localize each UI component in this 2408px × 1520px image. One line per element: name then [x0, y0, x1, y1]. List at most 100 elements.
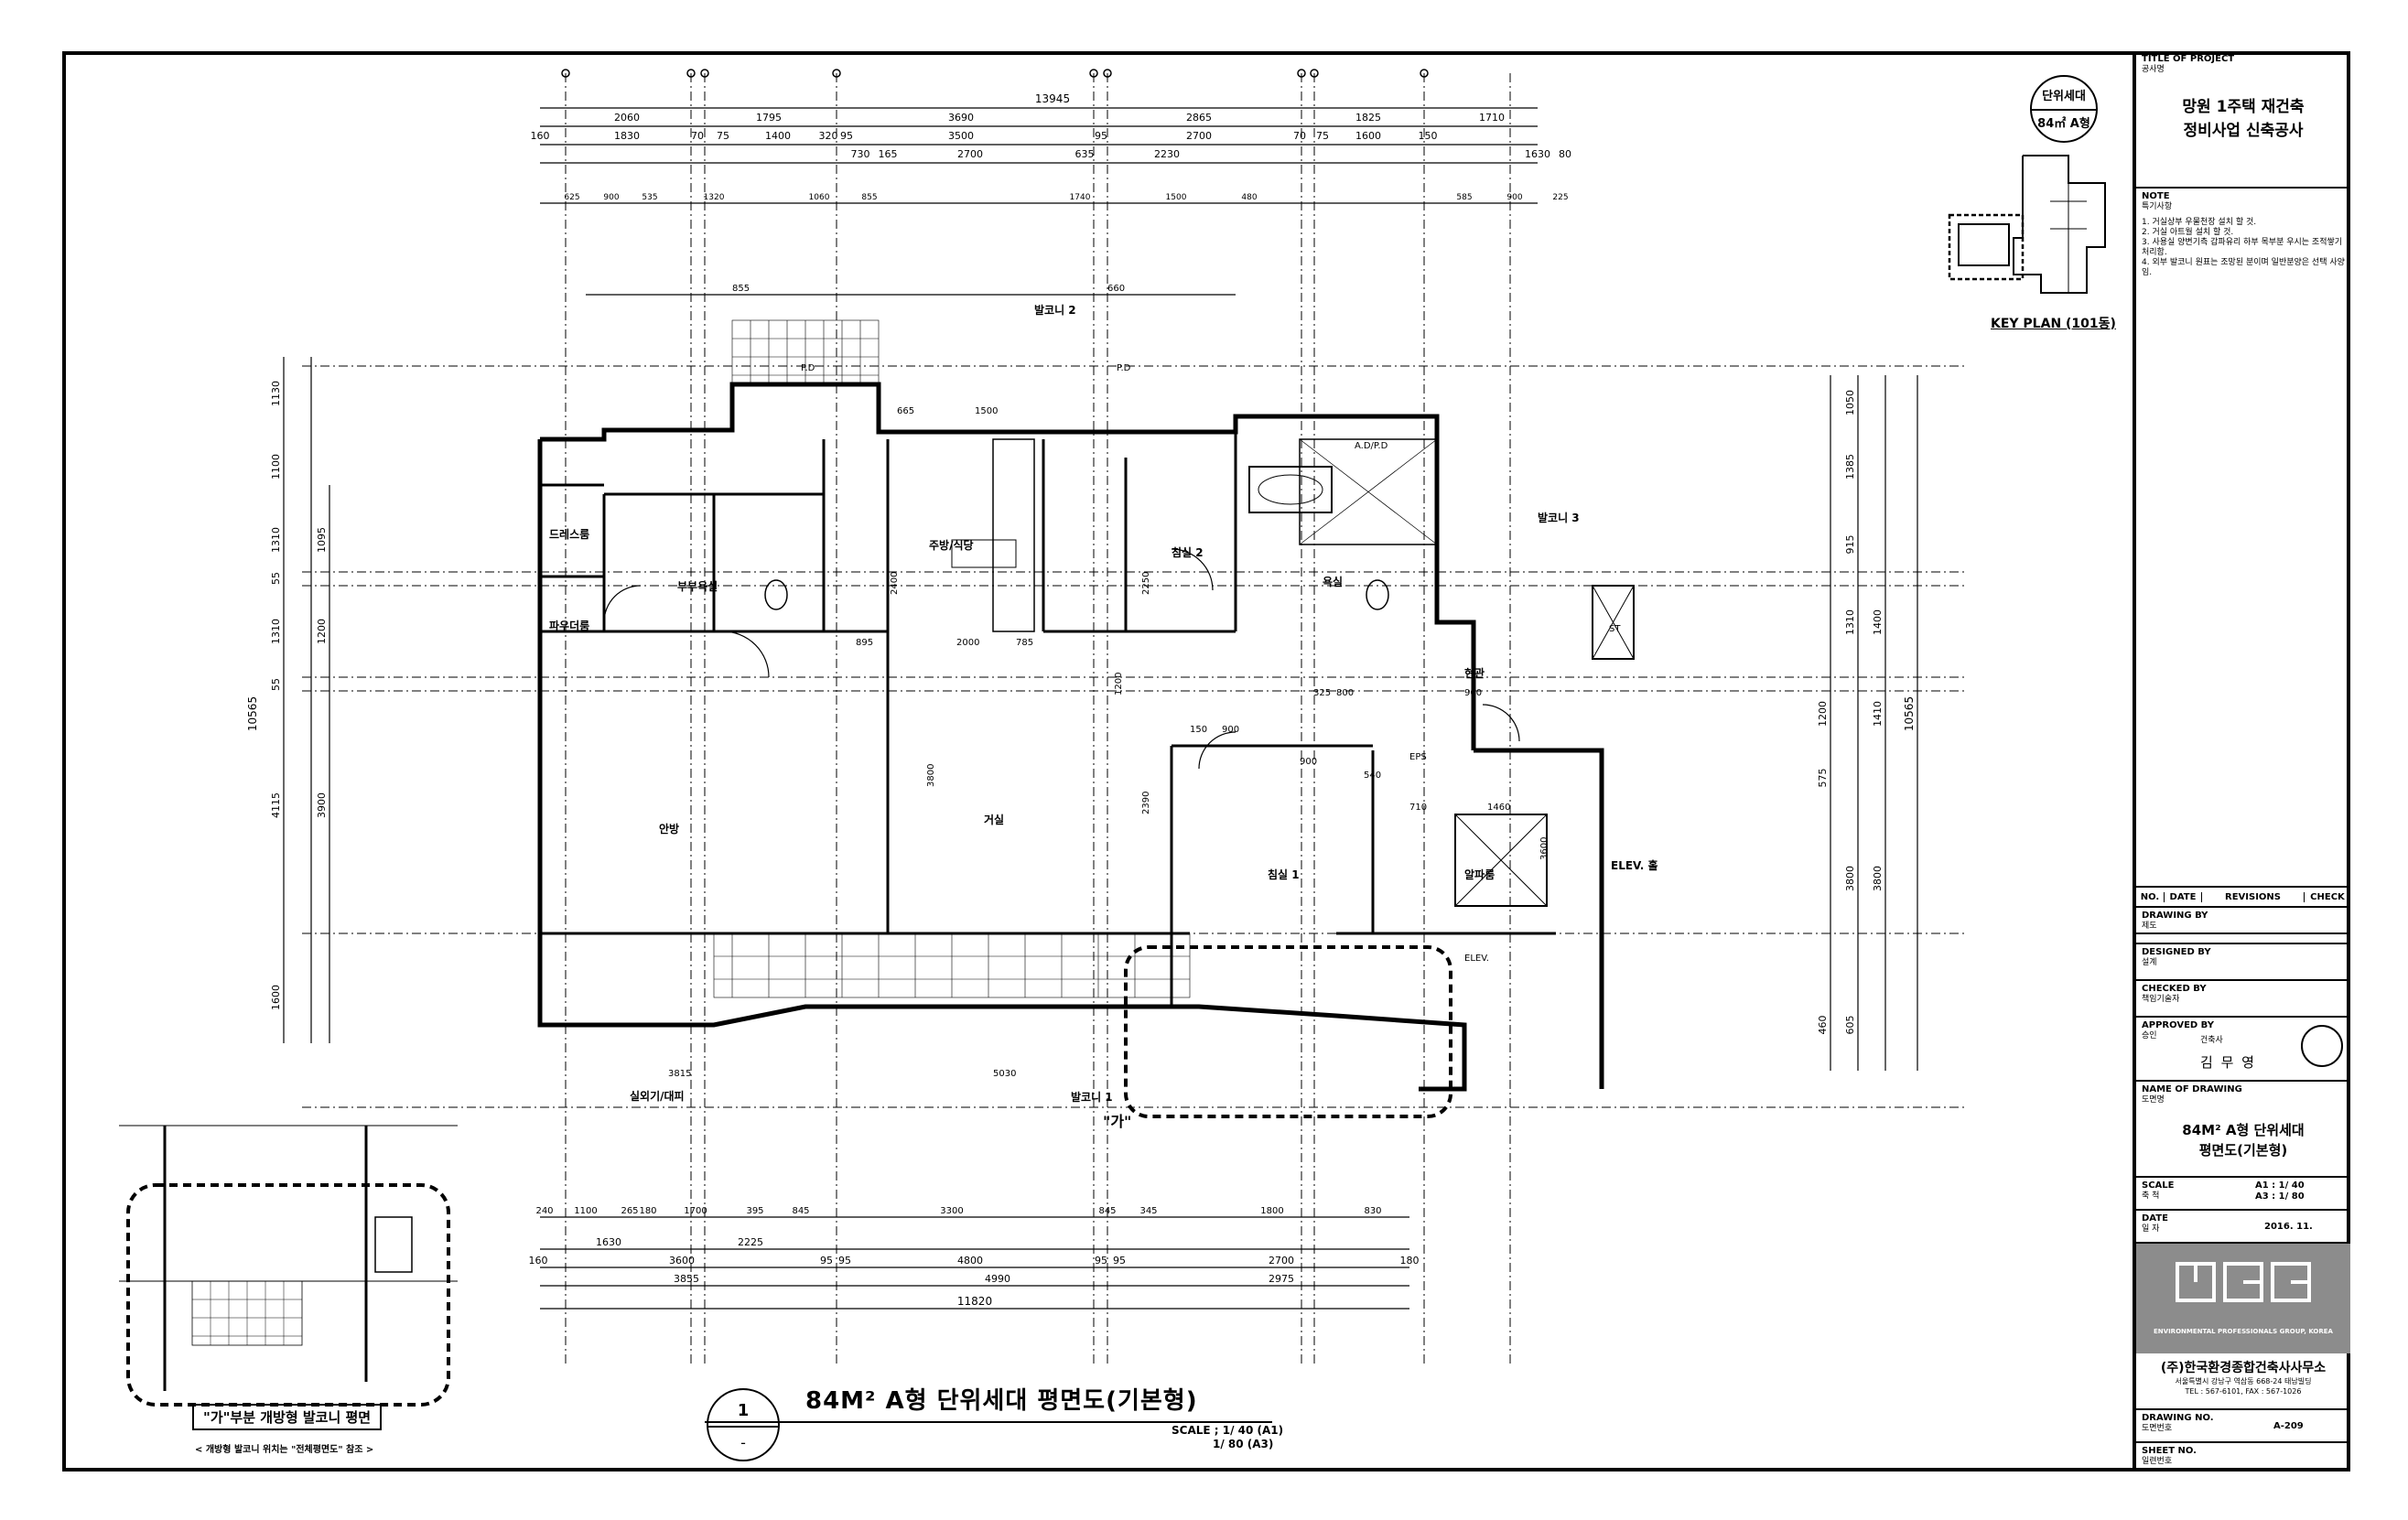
detail-plan-title: "가"부분 개방형 발코니 평면: [192, 1404, 383, 1430]
dim-top-r1-0: 2060: [614, 112, 640, 124]
tb-date-label: DATE: [2142, 1213, 2168, 1224]
tb-scale-label: SCALE: [2142, 1180, 2175, 1191]
tb-rev-check: CHECK: [2310, 892, 2345, 902]
dim-bot-r3-5: 95: [1095, 1255, 1107, 1267]
dim-top-r2-8: 95: [1095, 130, 1107, 142]
tb-scale-kr: 축 척: [2142, 1191, 2160, 1201]
tb-architect-label: 건축사: [2200, 1036, 2223, 1045]
dim-top-r2-12: 1600: [1355, 130, 1381, 142]
tb-approved-by: APPROVED BY 승인 건축사 김 무 영: [2136, 1018, 2350, 1082]
dim-misc-16: 5030: [993, 1069, 1016, 1079]
dim-left-c1-2: 1310: [270, 527, 282, 553]
tb-project: TITLE OF PROJECT 공사명 망원 1주택 재건축 정비사업 신축공…: [2136, 51, 2350, 189]
tb-checked-by-kr: 책임기술자: [2142, 995, 2180, 1004]
dim-misc-1: 660: [1107, 284, 1125, 294]
tb-firm-tel: TEL : 567-6101, FAX : 567-1026: [2185, 1387, 2302, 1396]
room-bath: 욕실: [1323, 575, 1343, 588]
tb-sheet-no: SHEET NO. 일련번호: [2136, 1443, 2350, 1468]
dim-top-r4-5: 855: [861, 193, 877, 202]
toilet-1: [764, 579, 788, 610]
tb-note-1: 1. 거실상부 우물천장 설치 할 것.: [2142, 218, 2257, 227]
drawing-number-sub: -: [740, 1434, 746, 1451]
dim-top-r3-6: 80: [1559, 148, 1571, 160]
bathtub: [1248, 466, 1333, 513]
dim-misc-20: 2400: [890, 572, 900, 595]
dim-top-r4-9: 585: [1456, 193, 1472, 202]
drawing-number: 1: [737, 1401, 750, 1420]
door-swings: [603, 548, 1520, 770]
elevator-box: [1454, 814, 1548, 907]
dim-bot-total: 11820: [957, 1295, 992, 1308]
interior-walls: [540, 432, 1556, 1007]
dim-top-r3-5: 1630: [1525, 148, 1550, 160]
dim-right-c2-2: 575: [1817, 769, 1829, 788]
dim-top-r2-1: 1830: [614, 130, 640, 142]
room-kitchen: 주방/식당: [929, 538, 974, 552]
tb-sheet-no-label: SHEET NO.: [2142, 1446, 2197, 1456]
dim-bot-r3-1: 3600: [669, 1255, 695, 1267]
dim-bot-r2-0: 1630: [596, 1236, 621, 1248]
dim-top-r1-1: 1795: [756, 112, 782, 124]
grid-lines: [302, 73, 1968, 1364]
dim-top-total: 13945: [1035, 92, 1070, 105]
tb-firm-addr: 서울특별시 강남구 역삼동 668-24 태남빌딩: [2175, 1377, 2312, 1385]
dim-right-c1-2: 915: [1844, 535, 1856, 555]
tb-revisions-header: NO. DATE REVISIONS CHECK: [2136, 886, 2350, 908]
tb-rev-date: DATE: [2165, 892, 2202, 902]
tb-drawing-no-value: A-209: [2273, 1421, 2304, 1431]
callout-ga-label: "가": [1103, 1113, 1132, 1130]
dim-top-r3-1: 165: [879, 148, 898, 160]
dim-misc-4: 2000: [956, 638, 979, 648]
drawing-title: 84M² A형 단위세대 평면도(기본형): [805, 1387, 1198, 1415]
tb-title-of-project-kr: 공사명: [2142, 65, 2165, 74]
dim-bot-r1-4: 1700: [684, 1206, 707, 1216]
dim-right-c1-6: 605: [1844, 1016, 1856, 1035]
tb-rev-no: NO.: [2136, 892, 2165, 902]
tb-name-of-drawing: NAME OF DRAWING 도면명 84M² A형 단위세대 평면도(기본형…: [2136, 1082, 2350, 1178]
dim-top-r2-6: 95: [840, 130, 853, 142]
dim-left-c2-0: 1095: [316, 527, 328, 553]
dim-misc-22: 1200: [1114, 673, 1124, 695]
tb-drawing-no: DRAWING NO. 도면번호 A-209: [2136, 1410, 2350, 1443]
callout-ga-region: [1124, 945, 1452, 1118]
room-living: 거실: [984, 813, 1004, 826]
dim-misc-21: 2250: [1141, 572, 1151, 595]
dim-left-c1-5: 55: [270, 678, 282, 691]
dim-right-c1-5: 3800: [1844, 866, 1856, 891]
title-underline: [705, 1421, 1272, 1423]
dim-bot-r1-9: 345: [1139, 1206, 1157, 1216]
dim-bot-r1-10: 1800: [1260, 1206, 1283, 1216]
dim-top-r1-4: 1825: [1355, 112, 1381, 124]
unit-type-badge: 단위세대 84㎡ A형: [2030, 75, 2098, 143]
top-dimension-lines: [540, 107, 1538, 296]
key-plan-label: KEY PLAN (101동): [1991, 317, 2116, 331]
dim-left-c1-4: 1310: [270, 619, 282, 644]
tb-drawing-by-label: DRAWING BY: [2142, 911, 2208, 921]
drawing-scale: SCALE ; 1/ 40 (A1) 1/ 80 (A3): [1172, 1424, 1283, 1451]
detail-plan: [119, 1125, 458, 1407]
dim-left-c1-7: 1600: [270, 985, 282, 1010]
dim-misc-7: 900: [1222, 725, 1239, 735]
dim-top-r2-5: 320: [819, 130, 838, 142]
dim-top-r2-11: 75: [1316, 130, 1329, 142]
label-elev-lobby: ELEV.: [1464, 954, 1489, 964]
dim-bot-r1-7: 3300: [940, 1206, 963, 1216]
room-elev: ELEV. 홀: [1611, 858, 1658, 872]
tb-scale: SCALE 축 척 A1 : 1/ 40 A3 : 1/ 80: [2136, 1178, 2350, 1211]
tb-approved-by-label: APPROVED BY: [2142, 1020, 2214, 1030]
tb-checked-by: CHECKED BY 책임기술자: [2136, 981, 2350, 1018]
tb-title-of-project-label: TITLE OF PROJECT: [2142, 54, 2235, 64]
tb-designed-by-label: DESIGNED BY: [2142, 947, 2211, 957]
dim-bot-r3-6: 95: [1113, 1255, 1126, 1267]
dim-bot-r3-2: 95: [820, 1255, 833, 1267]
tb-firm: (주)한국환경종합건축사사무소 서울특별시 강남구 역삼동 668-24 태남빌…: [2136, 1353, 2350, 1410]
title-block: TITLE OF PROJECT 공사명 망원 1주택 재건축 정비사업 신축공…: [2133, 51, 2350, 1471]
dim-misc-8: 150: [1190, 725, 1207, 735]
dim-misc-9: 325: [1313, 688, 1331, 698]
room-alcove: 알파룸: [1464, 868, 1495, 881]
dim-right-c1-0: 1050: [1844, 390, 1856, 415]
balcony1-tile: [713, 932, 1191, 998]
right-dimension-lines: [1830, 375, 1918, 1071]
dim-top-r1-5: 1710: [1479, 112, 1505, 124]
dim-left-c2-1: 1200: [316, 619, 328, 644]
